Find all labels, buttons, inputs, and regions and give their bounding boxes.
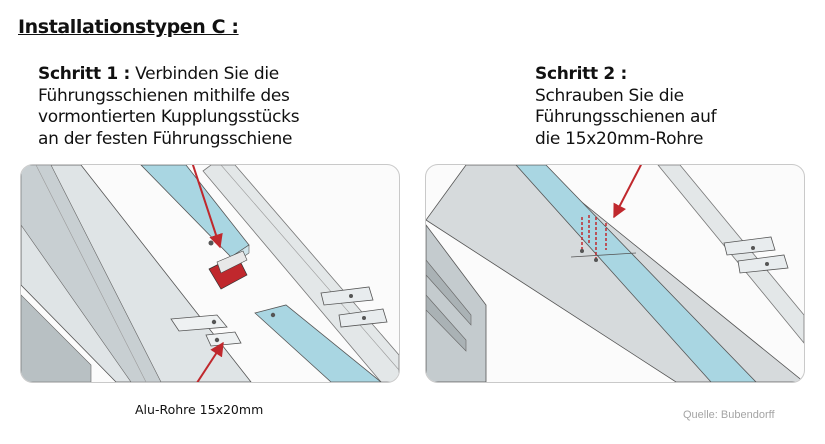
tube-caption: Alu-Rohre 15x20mm [135,402,264,417]
arrow-to-tubes [196,341,224,382]
tube-right-lower [737,254,789,274]
step-2-drawing [426,165,804,382]
rail-blue-lower [254,304,382,382]
arrow-to-screws [613,165,643,219]
step-1-illustration [20,164,400,383]
tube-right-upper [723,236,776,256]
step-1-text-line-2: Führungsschienen mithilfe des [38,85,290,106]
source-credit: Quelle: Bubendorff [683,409,775,421]
screw-guides [581,215,607,260]
rail-thin-right [202,165,399,382]
step-1-text-line-4: an der festen Führungsschiene [38,128,293,149]
step-1-text-line-3: vormontierten Kupplungsstücks [38,107,300,127]
tube-right-upper [320,286,374,306]
page-heading: Installationstypen C : [18,16,239,38]
step-2-text-line-1: Schrauben Sie die [535,85,684,106]
arrow-to-coupling [191,165,223,249]
step-1-drawing [21,165,399,382]
step-1-label: Schritt 1 : [38,64,131,84]
step-1-text-line-1: Verbinden Sie die [135,64,279,84]
step-2-label: Schritt 2 : [535,64,628,84]
step-2-text-line-3: die 15x20mm-Rohre [535,128,704,149]
step-2-instruction: Schritt 2 : Schrauben Sie die Führungssc… [535,64,795,150]
step-1-instruction: Schritt 1 : Verbinden Sie die Führungssc… [38,64,368,150]
rail-blue [515,165,757,382]
tube-stub [170,314,228,332]
step-2-illustration [425,164,805,383]
step-2-text-line-2: Führungsschienen auf [535,107,717,127]
